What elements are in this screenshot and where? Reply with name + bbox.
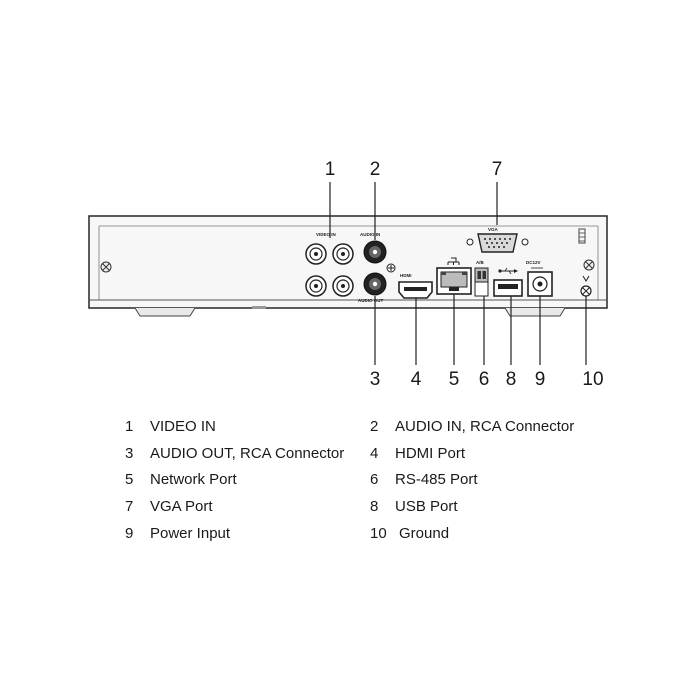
callout-number: 10	[582, 369, 603, 390]
legend-number: 9	[125, 525, 134, 542]
legend-number: 1	[125, 418, 134, 435]
legend-text: Ground	[399, 525, 450, 542]
usb-port-icon	[493, 267, 523, 297]
callout-number: 9	[535, 369, 546, 390]
rs485-label: A/B	[476, 260, 485, 265]
audio-in-group: AUDIO IN	[360, 232, 387, 264]
callout-number: 7	[492, 159, 503, 180]
legend-number: 5	[125, 471, 134, 488]
callout-number: 1	[325, 159, 336, 180]
dc-label: DC12V	[526, 260, 541, 265]
callout-number: 8	[506, 369, 517, 390]
legend-number: 2	[370, 418, 379, 435]
callout-number: 6	[479, 369, 490, 390]
legend-text: VIDEO IN	[150, 418, 216, 435]
vent-icon	[578, 228, 586, 244]
legend-text: RS-485 Port	[395, 471, 478, 488]
legend-number: 10	[370, 525, 387, 542]
legend-number: 6	[370, 471, 379, 488]
video-in-label: VIDEO IN	[316, 232, 336, 237]
bnc-connector-icon	[332, 275, 354, 297]
callout-number: 3	[370, 369, 381, 390]
legend-number: 3	[125, 445, 134, 462]
ground-screw-icon	[580, 275, 592, 297]
ground-plus-icon	[386, 263, 396, 273]
bnc-connector-icon	[305, 243, 327, 265]
hdmi-label: HDMI	[400, 273, 412, 278]
legend-number: 4	[370, 445, 379, 462]
legend-text: Network Port	[150, 471, 237, 488]
rca-connector-icon	[363, 240, 387, 264]
legend-text: AUDIO OUT, RCA Connector	[150, 445, 345, 462]
callout-number: 4	[411, 369, 422, 390]
vga-port-icon: VGA	[466, 227, 529, 253]
legend-text: Power Input	[150, 525, 231, 542]
legend-text: USB Port	[395, 498, 458, 515]
vga-label: VGA	[488, 227, 499, 232]
legend-text: AUDIO IN, RCA Connector	[395, 418, 575, 435]
left-screw-icon	[100, 261, 112, 273]
power-input-icon: DC12V	[526, 260, 553, 297]
video-in-group: VIDEO IN	[305, 232, 354, 297]
leader-lines	[329, 182, 587, 365]
rca-connector-icon	[363, 272, 387, 296]
legend-number: 7	[125, 498, 134, 515]
audio-out-group: AUDIO OUT	[358, 272, 387, 303]
rs485-port-icon: A/B	[474, 260, 489, 297]
legend-text: HDMI Port	[395, 445, 466, 462]
right-screw-icon	[583, 259, 595, 271]
legend-text: VGA Port	[150, 498, 213, 515]
bnc-connector-icon	[332, 243, 354, 265]
callout-number: 5	[449, 369, 460, 390]
callout-number: 2	[370, 159, 381, 180]
legend-number: 8	[370, 498, 379, 515]
audio-out-label: AUDIO OUT	[358, 298, 384, 303]
audio-in-label: AUDIO IN	[360, 232, 380, 237]
hdmi-port-icon: HDMI	[398, 273, 433, 299]
bnc-connector-icon	[305, 275, 327, 297]
